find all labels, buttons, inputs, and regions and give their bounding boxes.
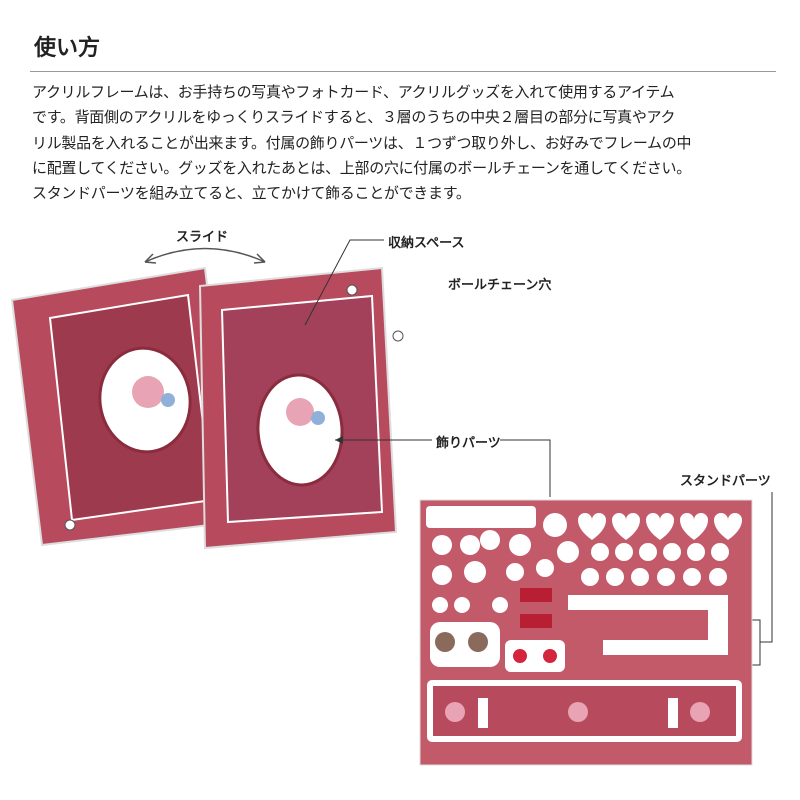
- description-line: アクリルフレームは、お手持ちの写真やフォトカード、アクリルグッズを入れて使用する…: [32, 83, 675, 101]
- acrylic-frame-front: [198, 266, 404, 550]
- description-line: です。背面側のアクリルをゆっくりスライドすると、３層のうちの中央２層目の部分に写…: [32, 108, 676, 127]
- description-line: リル製品を入れることが出来ます。付属の飾りパーツは、１つずつ取り外し、お好みでフ…: [32, 133, 692, 152]
- ball-chain-hole: [346, 284, 358, 296]
- divider: [30, 71, 776, 72]
- stand-part: [568, 595, 728, 655]
- label-slide: スライド: [176, 230, 229, 245]
- parts-sheet: [419, 499, 753, 766]
- page-title: 使い方: [34, 36, 101, 61]
- label-storage-space: 収納スペース: [388, 236, 465, 251]
- label-stand-parts: スタンドパーツ: [680, 474, 771, 489]
- description: アクリルフレームは、お手持ちの写真やフォトカード、アクリルグッズを入れて使用する…: [32, 80, 782, 206]
- description-line: スタンドパーツを組み立てると、立てかけて飾ることができます。: [32, 184, 471, 203]
- slide-arrow-icon: [144, 247, 266, 263]
- label-decoration-parts: 飾りパーツ: [436, 436, 501, 451]
- description-line: に配置してください。グッズを入れたあとは、上部の穴に付属のボールチェーンを通して…: [32, 158, 691, 177]
- label-ball-chain-hole: ボールチェーン穴: [448, 278, 552, 293]
